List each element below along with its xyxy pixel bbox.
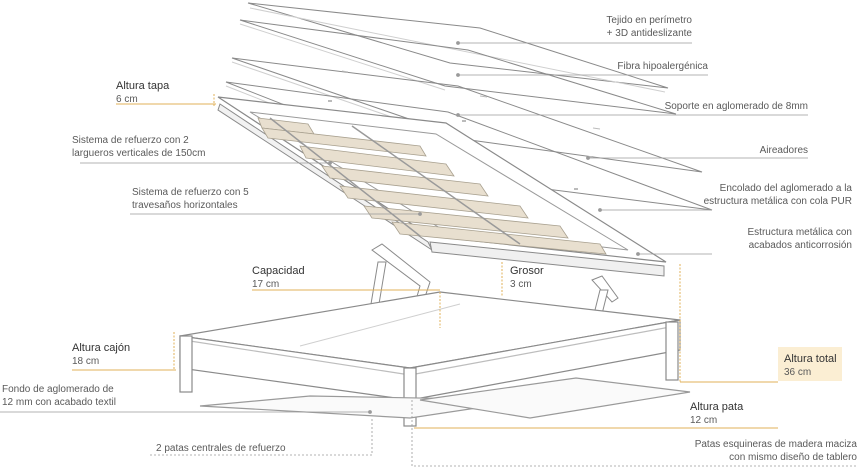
label-patas-centrales: 2 patas centrales de refuerzo: [156, 443, 286, 454]
layer-fibra: [239, 19, 677, 115]
dim-altura-cajon: Altura cajón 18 cm: [72, 342, 131, 367]
dim-altura-pata: Altura pata 12 cm: [690, 401, 744, 426]
base-box: [179, 291, 691, 427]
label-fibra: Fibra hipoalergénica: [617, 61, 708, 72]
altura-total-highlight: [778, 347, 842, 381]
label-aireadores: Aireadores: [759, 145, 808, 156]
dim-altura-tapa: Altura tapa 6 cm: [116, 80, 170, 105]
dim-grosor: Grosor 3 cm: [510, 265, 544, 290]
dim-capacidad: Capacidad 17 cm: [252, 265, 305, 290]
label-soporte: Soporte en aglomerado de 8mm: [664, 101, 808, 112]
label-tejido: Tejido en perímetro+ 3D antideslizante: [606, 15, 692, 39]
dim-altura-total: Altura total 36 cm: [784, 353, 837, 378]
lid-frame: [217, 96, 667, 277]
dimension-lines: [72, 94, 778, 429]
layer-tejido: [247, 2, 669, 93]
leaders-right: [456, 41, 808, 256]
leaders-left: [0, 161, 856, 467]
